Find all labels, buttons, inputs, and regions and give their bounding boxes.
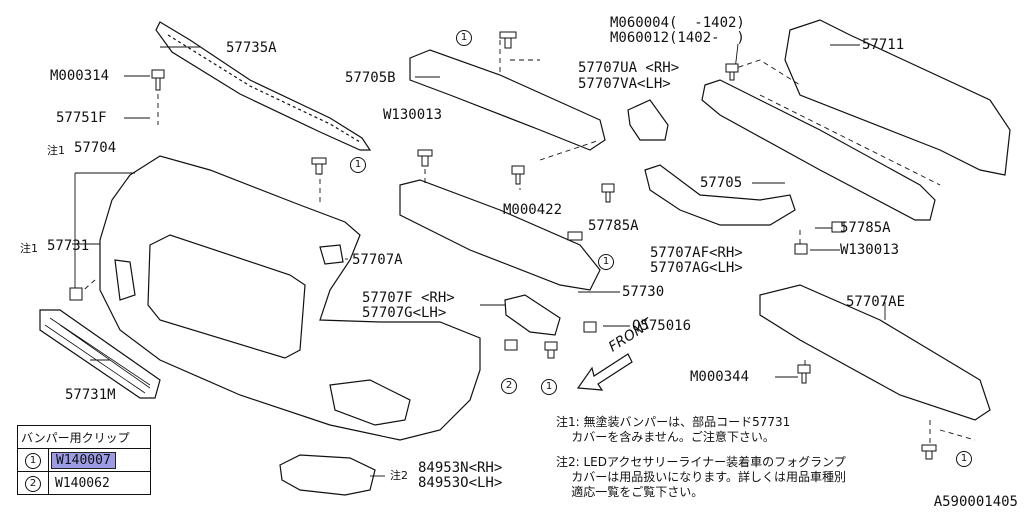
part-57707ae-shape xyxy=(759,284,991,421)
part-57707fg-shape xyxy=(504,294,561,336)
clip-icon xyxy=(311,157,327,175)
diagram-reference-code: A590001405 xyxy=(933,494,1018,510)
label-57731m: 57731M xyxy=(65,387,116,403)
part-57731m-shape xyxy=(39,309,161,399)
bolt-icon xyxy=(794,243,808,255)
part-57730-shape xyxy=(399,179,601,291)
callout-1: 1 xyxy=(598,249,614,270)
bolt-icon xyxy=(583,321,597,333)
part-57711-shape xyxy=(784,19,1011,176)
legend-header: バンパー用クリップ xyxy=(17,425,151,449)
bolt-icon xyxy=(151,69,165,91)
part-57707a-shape xyxy=(319,244,344,265)
label-57711: 57711 xyxy=(862,37,905,53)
label-57785a-right: 57785A xyxy=(840,220,891,236)
label-57707ae: 57707AE xyxy=(846,294,906,310)
label-57704: 57704 xyxy=(74,140,117,156)
legend-code-highlighted[interactable]: W140007 xyxy=(51,451,116,469)
label-m000422: M000422 xyxy=(503,202,563,218)
label-57785a: 57785A xyxy=(588,218,639,234)
label-57707g: 57707G<LH> xyxy=(362,305,447,321)
label-84953o: 84953O<LH> xyxy=(418,475,503,491)
label-57707ua: 57707UA <RH> xyxy=(578,60,680,76)
note-1: 注1: 無塗装バンパーは、部品コード57731 カバーを含みません。ご注意下さい… xyxy=(556,415,791,444)
clip-icon xyxy=(499,31,517,49)
note1-marker: 注1 xyxy=(20,242,38,255)
label-57707va: 57707VA<LH> xyxy=(578,76,671,92)
clip-icon xyxy=(504,339,518,351)
part-84953-shape xyxy=(279,454,376,496)
label-57705: 57705 xyxy=(700,175,743,191)
part-57707af-shape xyxy=(644,164,796,226)
legend-code[interactable]: W140062 xyxy=(55,475,110,491)
bolt-icon xyxy=(725,63,739,81)
clip-legend-table: バンパー用クリップ 1 W140007 2 W140062 xyxy=(17,425,151,495)
label-84953n: 84953N<RH> xyxy=(418,460,503,476)
label-m060004: M060004( -1402) xyxy=(610,15,745,31)
note2-marker: 注2 xyxy=(390,469,408,482)
part-57705b-shape xyxy=(409,49,606,151)
part-57704-shape xyxy=(99,155,481,441)
note1-marker: 注1 xyxy=(47,144,65,157)
label-57735a: 57735A xyxy=(226,40,277,56)
part-57705-shape xyxy=(701,79,936,221)
callout-1: 1 xyxy=(456,25,472,46)
clip-icon xyxy=(417,149,433,167)
clip-icon xyxy=(544,341,558,359)
legend-row: 1 W140007 xyxy=(17,448,151,472)
callout-1: 1 xyxy=(956,446,972,467)
label-w130013-right: W130013 xyxy=(840,242,900,258)
label-57731: 57731 xyxy=(47,238,90,254)
label-57730: 57730 xyxy=(622,284,665,300)
label-57707a: 57707A xyxy=(352,252,403,268)
note-2: 注2: LEDアクセサリーライナー装着車のフォグランプ カバーは用品扱いになりま… xyxy=(556,455,847,499)
label-57707f: 57707F <RH> xyxy=(362,290,455,306)
label-57751f: 57751F xyxy=(56,110,107,126)
label-m000314: M000314 xyxy=(50,68,110,84)
clip-icon xyxy=(921,444,937,460)
label-w130013: W130013 xyxy=(383,107,443,123)
label-57707ag: 57707AG<LH> xyxy=(650,260,743,276)
bolt-icon xyxy=(511,165,525,185)
label-57707af: 57707AF<RH> xyxy=(650,245,743,261)
callout-1: 1 xyxy=(541,374,557,395)
front-arrow-icon xyxy=(576,353,633,391)
legend-mark: 2 xyxy=(25,475,41,492)
clip-icon xyxy=(567,231,583,241)
legend-mark: 1 xyxy=(25,452,41,469)
callout-1: 1 xyxy=(350,152,366,173)
legend-row: 2 W140062 xyxy=(17,471,151,495)
label-q575016: Q575016 xyxy=(632,318,692,334)
label-m060012: M060012(1402- ) xyxy=(610,30,745,46)
bolt-icon xyxy=(797,364,811,384)
part-57735a-shape xyxy=(155,21,372,151)
callout-2: 2 xyxy=(501,373,517,394)
bolt-icon xyxy=(601,183,615,203)
label-m000344: M000344 xyxy=(690,369,750,385)
label-57705b: 57705B xyxy=(345,70,396,86)
clip-icon xyxy=(69,287,83,301)
part-57707uava-shape xyxy=(627,99,669,141)
bolt-icon xyxy=(831,221,845,233)
